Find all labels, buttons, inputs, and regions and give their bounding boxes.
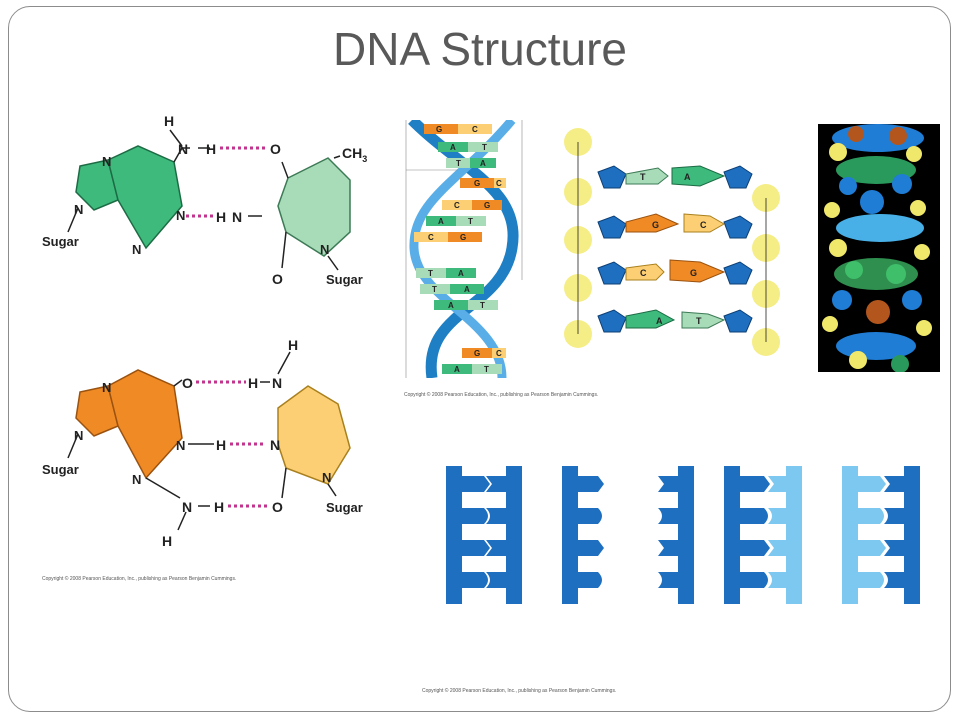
helix-letter: G [436,125,442,134]
helix-letter: C [496,179,502,188]
sugars-left [597,165,627,333]
strand-complementarity-diagram [446,466,920,604]
helix-letter: T [482,143,487,152]
strand-single-left [562,466,604,604]
sugars-right [723,165,753,333]
helix-letter: G [474,349,480,358]
at-n-ring4: N [132,242,141,257]
helix-base-pairs [414,124,506,374]
gc-n-ring4: N [132,472,141,487]
adenine-thymine-pair: H N H O CH3 N N N N H N N O Sugar Sugar [42,113,367,287]
helix-letter: A [464,285,470,294]
at-o-top: O [270,141,281,157]
guanine-cytosine-pair: H O H N N N N N H N N H O N H Sugar Suga… [42,337,363,549]
strand-pair-3 [842,466,920,604]
ladder-letter: T [696,316,702,326]
gc-sugar-right: Sugar [326,500,363,515]
model-atoms [822,124,932,372]
copyright-top: Copyright © 2008 Pearson Education, Inc.… [404,392,599,398]
ladder-letter: G [690,268,697,278]
strand-pair-2 [724,466,802,604]
helix-letter: A [458,269,464,278]
helix-letter: C [428,233,434,242]
ladder-letter: G [652,220,659,230]
helix-letter: C [454,201,460,210]
at-o-bottom: O [272,271,283,287]
strand-single-right [658,466,694,604]
helix-letter: A [438,217,444,226]
helix-letter: T [468,217,473,226]
gc-n-sugar-right: N [322,470,331,485]
at-ch3: CH3 [342,145,367,164]
copyright-left: Copyright © 2008 Pearson Education, Inc.… [42,576,237,582]
at-n-sugar-right: N [320,242,329,257]
gc-h-amino: H [214,499,224,515]
sugar-phosphate-ladder: T A G C C G A T [564,128,780,356]
at-n-ring2: N [74,202,83,217]
ladder-letters: T A G C C G A T [640,172,707,326]
gc-o-right: O [272,499,283,515]
slide-title: DNA Structure [333,23,627,75]
cytosine-ring [277,385,351,485]
double-helix-diagram: G C A T T A G C C G A T C G T A T A A T … [402,120,532,378]
base-pair-structures: H N H O CH3 N N N N H N N O Sugar Sugar … [42,113,367,549]
helix-letter: A [448,301,454,310]
at-n-mid: N [232,209,242,225]
helix-letter: G [484,201,490,210]
copyright-bottom: Copyright © 2008 Pearson Education, Inc.… [422,688,617,694]
ladder-letter: C [700,220,707,230]
helix-letter: T [480,301,485,310]
gc-h-top: H [288,337,298,353]
at-h-top: H [164,113,174,129]
at-sugar-left: Sugar [42,234,79,249]
guanine-six-ring [107,369,183,480]
at-sugar-right: Sugar [326,272,363,287]
gc-n1: N [272,375,282,391]
helix-letter: C [496,349,502,358]
helix-letter: A [480,159,486,168]
thymine-ring [277,157,351,257]
adenine-six-ring [107,145,183,250]
strand-pair-1 [446,466,522,604]
ladder-letter: A [656,316,663,326]
gc-n-amino: N [182,499,192,515]
ladder-letter: A [684,172,691,182]
helix-letter: T [428,269,433,278]
ladder-base-pairs [625,165,726,329]
helix-letter: T [484,365,489,374]
at-h-mid: H [216,209,226,225]
gc-h1: H [248,375,258,391]
at-n-ring1: N [102,154,111,169]
at-h-amino: H [206,141,216,157]
gc-n-ring2: N [74,428,83,443]
space-filling-model [818,124,940,372]
helix-letter: C [472,125,478,134]
at-n-amino: N [178,141,188,157]
ladder-letter: T [640,172,646,182]
gc-n-ring3: N [176,438,185,453]
gc-o-top: O [182,375,193,391]
gc-h-bottom: H [162,533,172,549]
helix-letter: A [454,365,460,374]
helix-letter: G [460,233,466,242]
helix-letter: T [432,285,437,294]
helix-letter: G [474,179,480,188]
helix-letters: G C A T T A G C C G A T C G T A T A A T … [428,125,502,374]
helix-letter: A [450,143,456,152]
helix-letter: T [456,159,461,168]
ladder-letter: C [640,268,647,278]
gc-h-mid: H [216,437,226,453]
gc-n-mid: N [270,437,280,453]
gc-sugar-left: Sugar [42,462,79,477]
gc-n-ring1: N [102,380,111,395]
at-n-ring3: N [176,208,185,223]
